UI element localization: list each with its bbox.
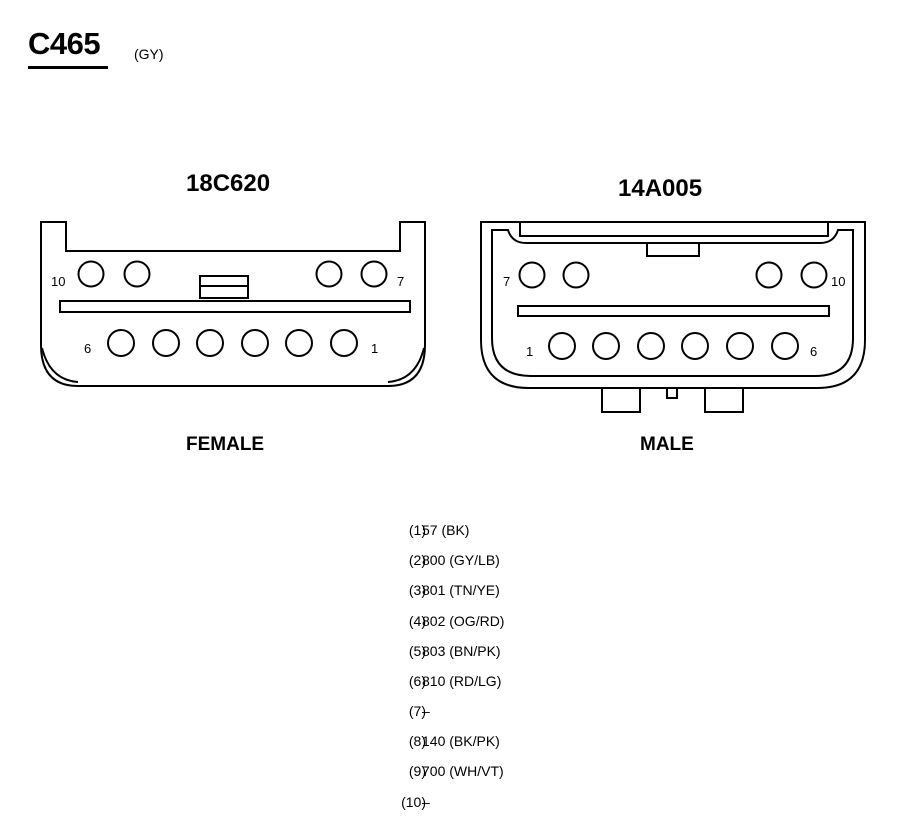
pin-row: (10) – bbox=[360, 794, 580, 824]
male-foot-left bbox=[601, 387, 641, 413]
pin-row: (1) 57 (BK) bbox=[360, 522, 580, 552]
female-key-bar bbox=[59, 300, 411, 313]
male-housing-inner bbox=[491, 229, 854, 377]
female-part-number: 18C620 bbox=[186, 170, 271, 197]
male-pin-5 bbox=[726, 332, 754, 360]
female-pin-1 bbox=[330, 329, 358, 357]
pin-row: (9) 700 (WH/VT) bbox=[360, 763, 580, 793]
male-pin-8 bbox=[562, 261, 590, 289]
female-label-bottom-right: 1 bbox=[371, 341, 378, 356]
pin-circuit: 801 (TN/YE) bbox=[422, 582, 500, 598]
pin-circuit: 700 (WH/VT) bbox=[422, 763, 504, 779]
pin-row: (5) 803 (BN/PK) bbox=[360, 643, 580, 673]
male-label-top-right: 10 bbox=[831, 274, 845, 289]
male-pin-7 bbox=[518, 261, 546, 289]
male-pin-4 bbox=[681, 332, 709, 360]
connector-id-underline bbox=[28, 66, 108, 69]
pin-row: (2) 800 (GY/LB) bbox=[360, 552, 580, 582]
male-gender-label: MALE bbox=[640, 434, 694, 455]
male-pin-6 bbox=[771, 332, 799, 360]
female-pin-4 bbox=[196, 329, 224, 357]
male-pin-9 bbox=[755, 261, 783, 289]
pin-row: (8) 140 (BK/PK) bbox=[360, 733, 580, 763]
male-housing-outer bbox=[480, 221, 866, 389]
pin-number: (5) bbox=[408, 643, 426, 659]
male-key-bar bbox=[517, 305, 830, 317]
female-pin-8 bbox=[315, 260, 343, 288]
pin-circuit: 140 (BK/PK) bbox=[422, 733, 500, 749]
male-part-number: 14A005 bbox=[618, 175, 703, 202]
male-connector bbox=[480, 221, 866, 413]
male-label-bottom-left: 1 bbox=[526, 344, 533, 359]
male-housing-top-notch bbox=[519, 222, 829, 237]
pin-row: (3) 801 (TN/YE) bbox=[360, 582, 580, 612]
pin-row: (4) 802 (OG/RD) bbox=[360, 613, 580, 643]
female-connector bbox=[40, 221, 426, 387]
pin-circuit: 810 (RD/LG) bbox=[422, 673, 502, 689]
connector-id: C465 bbox=[28, 26, 101, 61]
pin-number: (7) bbox=[408, 703, 426, 719]
pin-number: (2) bbox=[408, 552, 426, 568]
female-gender-label: FEMALE bbox=[186, 434, 265, 455]
pin-circuit: 802 (OG/RD) bbox=[422, 613, 505, 629]
female-pin-3 bbox=[241, 329, 269, 357]
pin-circuit: 803 (BN/PK) bbox=[422, 643, 501, 659]
pin-circuit: – bbox=[422, 703, 430, 719]
female-label-top-left: 10 bbox=[51, 274, 65, 289]
male-pin-2 bbox=[592, 332, 620, 360]
pin-circuit: – bbox=[422, 794, 430, 810]
female-label-bottom-left: 6 bbox=[84, 341, 91, 356]
pin-circuit: 57 (BK) bbox=[422, 522, 470, 538]
pin-number: (6) bbox=[408, 673, 426, 689]
female-pin-7 bbox=[360, 260, 388, 288]
male-pin-10 bbox=[800, 261, 828, 289]
female-label-top-right: 7 bbox=[397, 274, 404, 289]
male-key bbox=[646, 242, 700, 257]
pin-number: (1) bbox=[408, 522, 426, 538]
female-housing-outline bbox=[40, 221, 426, 387]
male-foot-center bbox=[666, 387, 678, 399]
male-pin-1 bbox=[548, 332, 576, 360]
male-label-bottom-right: 6 bbox=[810, 344, 817, 359]
pin-number: (9) bbox=[408, 763, 426, 779]
female-pin-2 bbox=[285, 329, 313, 357]
female-housing-inner-curve bbox=[41, 347, 425, 383]
pin-circuit: 800 (GY/LB) bbox=[422, 552, 500, 568]
pin-number: (10) bbox=[401, 794, 426, 810]
male-label-top-left: 7 bbox=[503, 274, 510, 289]
male-foot-right bbox=[704, 387, 744, 413]
female-pin-10 bbox=[77, 260, 105, 288]
female-pin-6 bbox=[107, 329, 135, 357]
pin-number: (8) bbox=[408, 733, 426, 749]
pin-number: (3) bbox=[408, 582, 426, 598]
connector-color-code: (GY) bbox=[134, 46, 164, 62]
male-pin-3 bbox=[637, 332, 665, 360]
pin-number: (4) bbox=[408, 613, 426, 629]
female-pin-9 bbox=[123, 260, 151, 288]
pin-row: (7) – bbox=[360, 703, 580, 733]
female-pin-5 bbox=[152, 329, 180, 357]
pin-row: (6) 810 (RD/LG) bbox=[360, 673, 580, 703]
